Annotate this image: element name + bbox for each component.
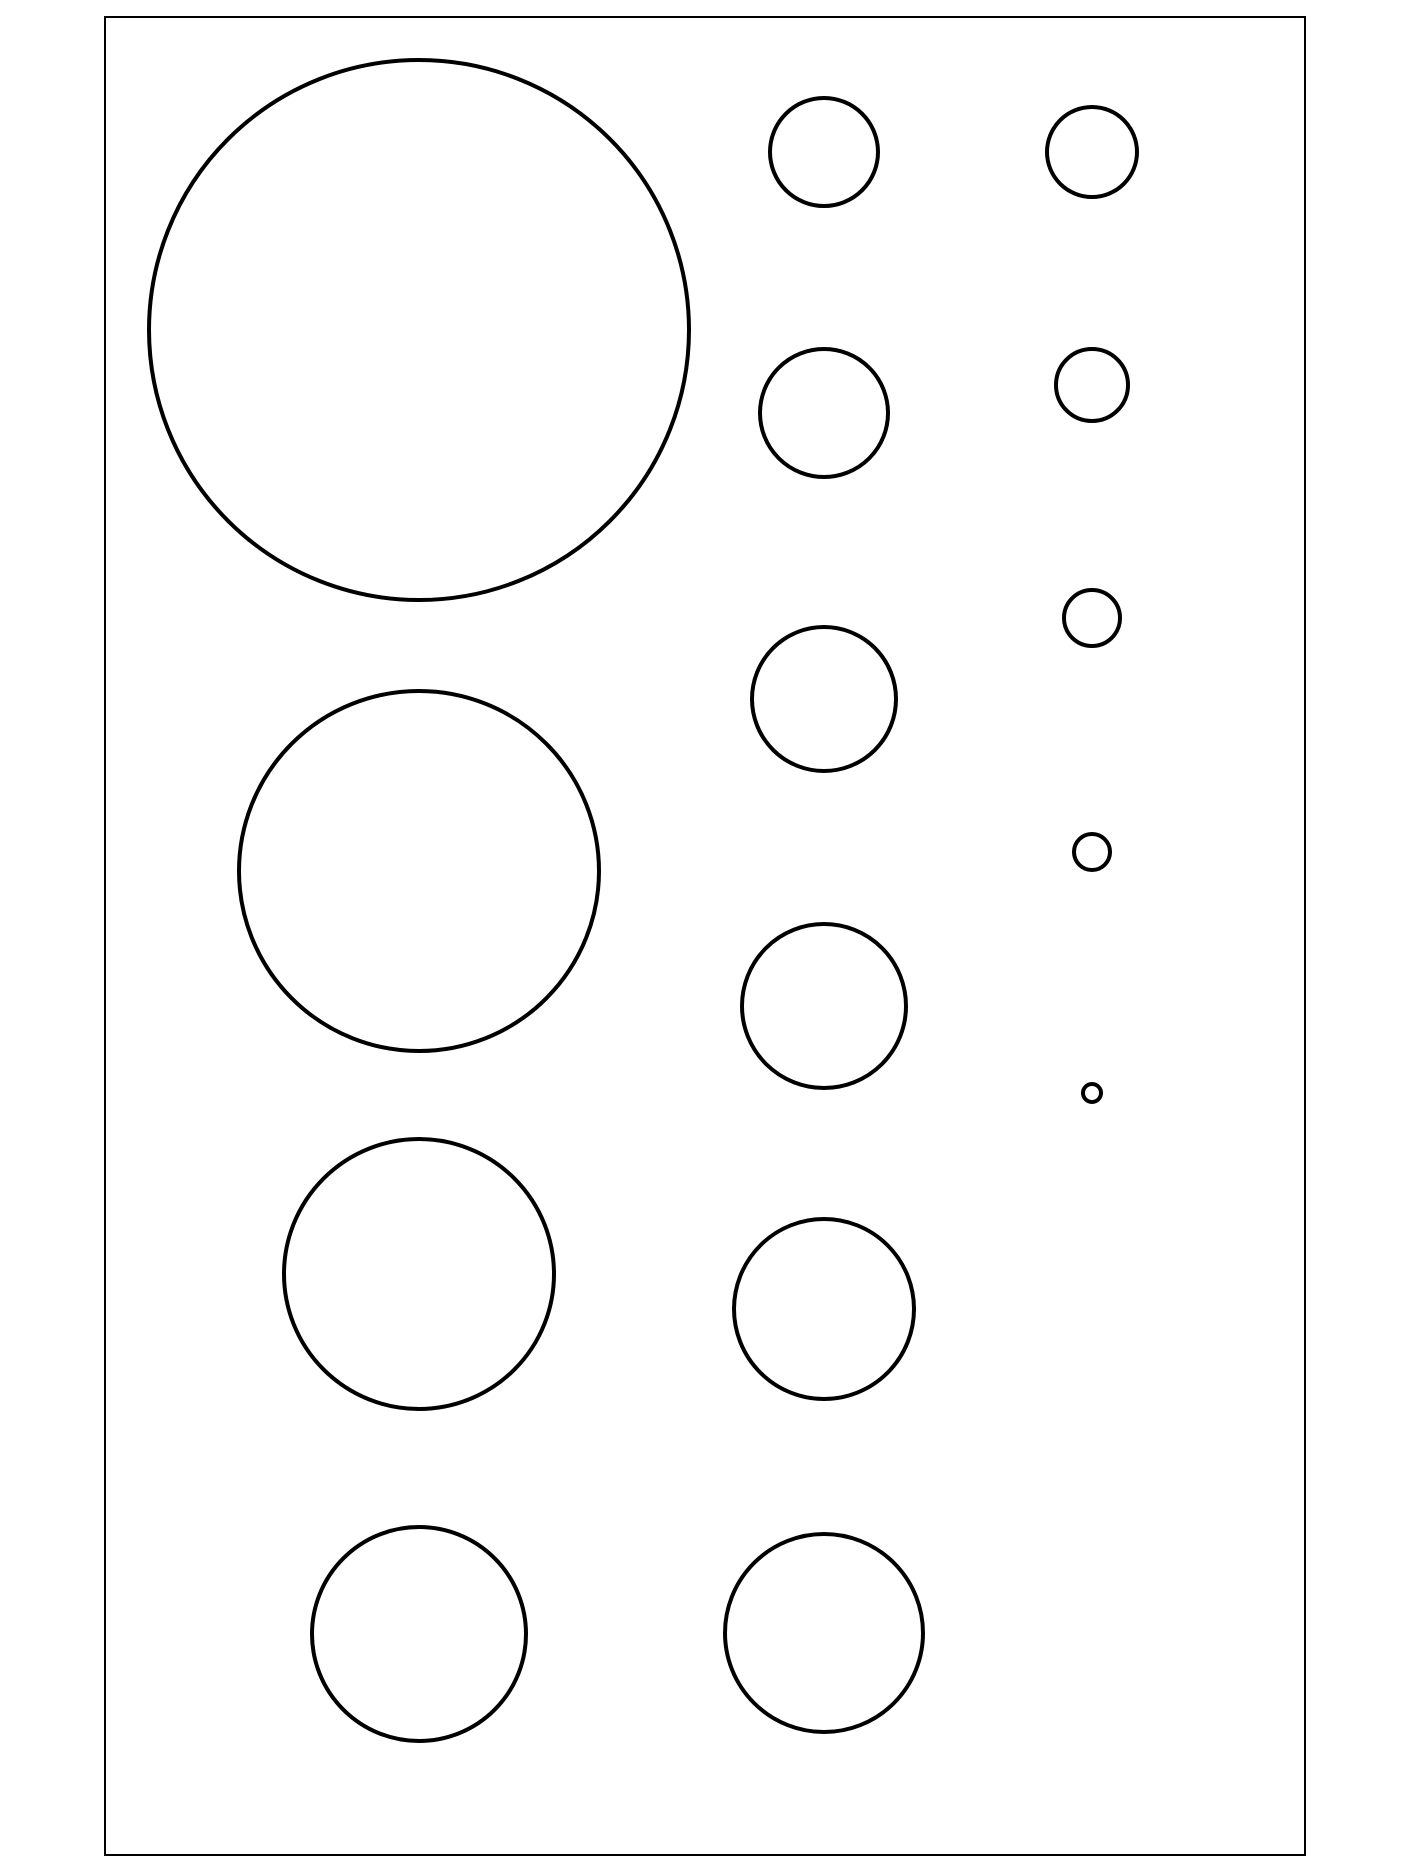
- medium-circles-column: [723, 96, 925, 1734]
- circle-small-3: [1062, 588, 1122, 648]
- circle-large-2: [237, 689, 601, 1053]
- large-circles-column: [147, 58, 691, 1743]
- circle-medium-2: [758, 347, 890, 479]
- circle-medium-3: [750, 625, 898, 773]
- circle-large-4: [310, 1525, 528, 1743]
- circle-medium-5: [732, 1217, 916, 1401]
- circle-medium-1: [768, 96, 880, 208]
- circle-large-3: [282, 1137, 556, 1411]
- circle-large-1: [147, 58, 691, 602]
- circle-small-1: [1045, 105, 1139, 199]
- small-circles-column: [1045, 105, 1139, 1104]
- circle-medium-6: [723, 1532, 925, 1734]
- circle-medium-4: [740, 922, 908, 1090]
- circle-small-2: [1054, 347, 1130, 423]
- template-border: [104, 16, 1306, 1856]
- circle-small-5: [1081, 1082, 1103, 1104]
- circle-small-4: [1072, 832, 1112, 872]
